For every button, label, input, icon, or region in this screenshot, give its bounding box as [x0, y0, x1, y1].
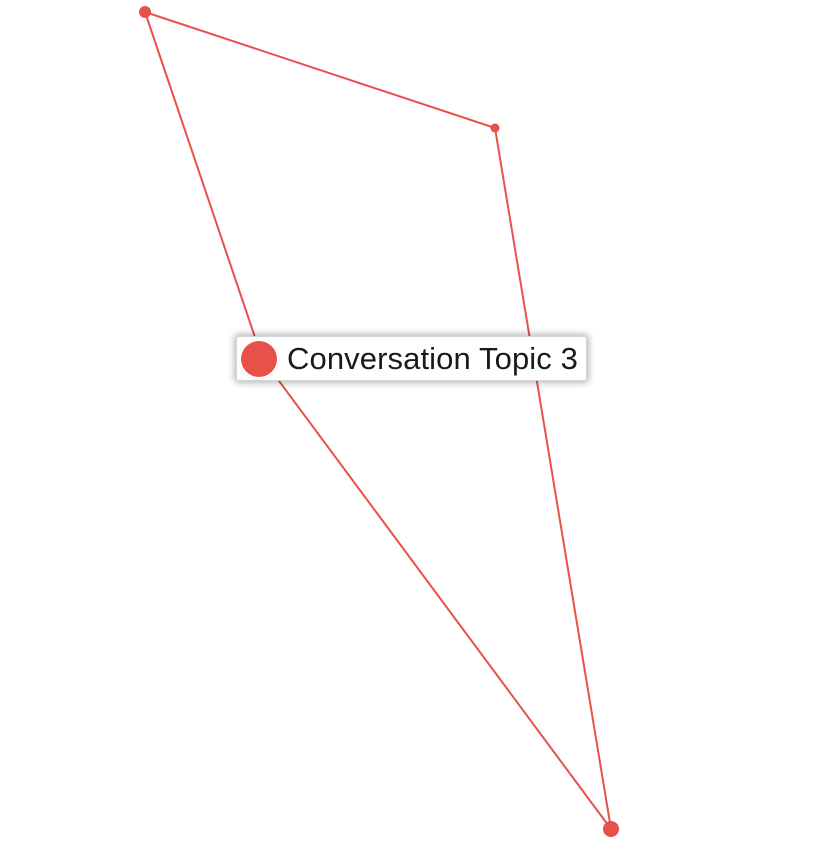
- node-2[interactable]: [490, 123, 500, 133]
- series-color-swatch: [241, 340, 277, 377]
- edge-node-2-node-3: [494, 127, 612, 830]
- edge-node-3-node-4: [261, 357, 612, 830]
- edge-node-1-node-2: [144, 11, 496, 129]
- series-name-label: Conversation Topic 3: [287, 341, 578, 376]
- node-1[interactable]: [139, 6, 151, 18]
- node-layer: [139, 6, 619, 837]
- series-tooltip: Conversation Topic 3: [236, 336, 587, 381]
- node-3[interactable]: [603, 821, 619, 837]
- edge-layer: [144, 11, 612, 830]
- edge-node-4-node-1: [144, 11, 263, 359]
